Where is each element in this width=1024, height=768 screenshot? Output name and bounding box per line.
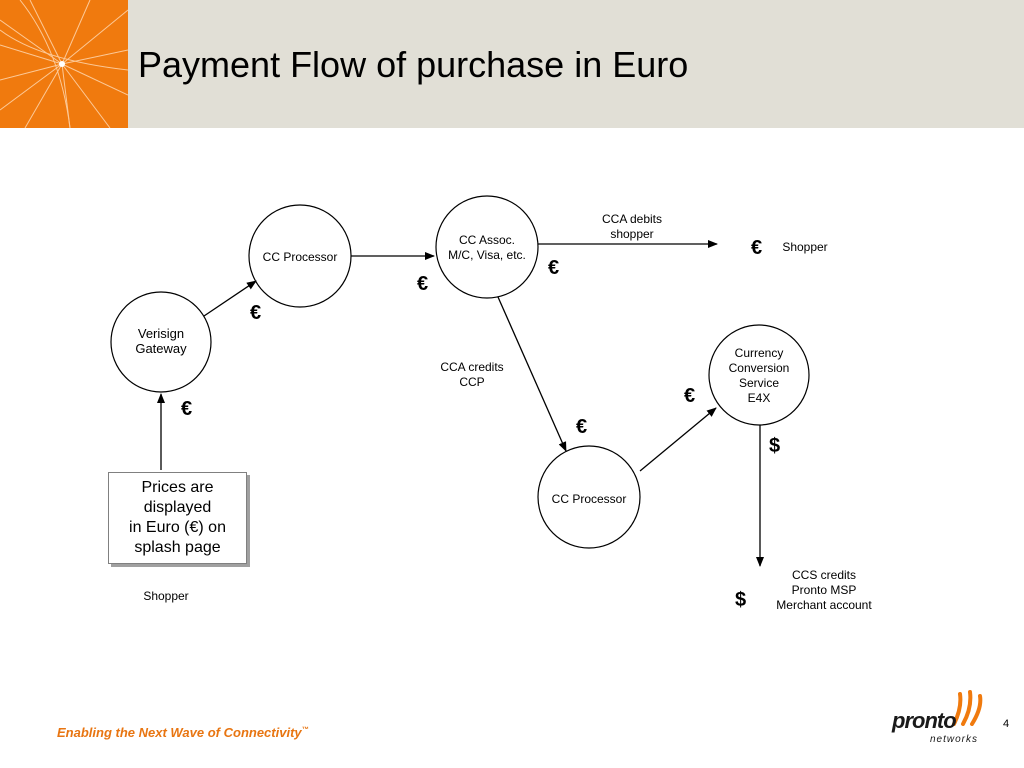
arrow-assoc-to-processor-bottom xyxy=(497,296,567,452)
shopper-left-label: Shopper xyxy=(143,589,189,603)
currency-conversion-label: Currency Conversion Service E4X xyxy=(728,346,790,405)
dollar-symbol: $ xyxy=(735,589,747,611)
arrow-processor-to-currency xyxy=(639,407,717,472)
cca-debits-label: CCA debits shopper xyxy=(601,212,663,241)
verisign-gateway-node xyxy=(110,291,212,393)
shopper-right-label: Shopper xyxy=(782,240,828,254)
logo-swoosh-icon xyxy=(952,690,983,726)
euro-symbol: € xyxy=(250,302,262,324)
trademark-mark: ™ xyxy=(301,726,309,734)
arrow-verisign-to-processor xyxy=(203,280,257,317)
splash-page-note: Prices are displayed in Euro (€) on spla… xyxy=(108,472,247,564)
cca-credits-label: CCA credits CCP xyxy=(440,360,504,389)
currency-conversion-node xyxy=(708,324,810,426)
cc-processor-top-label: CC Processor xyxy=(262,250,338,264)
logo-wordmark: pronto xyxy=(892,708,957,733)
title-bar: Payment Flow of purchase in Euro xyxy=(0,0,1024,128)
euro-symbol: € xyxy=(576,416,588,438)
pronto-networks-logo: pronto networks xyxy=(890,690,990,750)
tagline-text: Enabling the Next Wave of Connectivity xyxy=(57,725,302,740)
euro-symbol: € xyxy=(181,398,193,420)
footer-tagline: Enabling the Next Wave of Connectivity™ xyxy=(57,725,309,740)
verisign-gateway-label: Verisign Gateway xyxy=(135,326,187,356)
euro-symbol: € xyxy=(751,237,763,259)
cc-assoc-node xyxy=(435,195,539,299)
slide-title: Payment Flow of purchase in Euro xyxy=(138,44,689,85)
page-number: 4 xyxy=(1003,718,1010,730)
cc-processor-bottom-label: CC Processor xyxy=(551,492,627,506)
cc-processor-bottom-node xyxy=(537,445,641,549)
ccs-credits-label: CCS credits Pronto MSP Merchant account xyxy=(776,568,872,612)
dollar-symbol: $ xyxy=(769,435,781,457)
euro-symbol: € xyxy=(548,257,560,279)
euro-symbol: € xyxy=(684,385,696,407)
corner-decoration xyxy=(0,0,128,128)
logo-subtext: networks xyxy=(930,734,979,745)
starburst-decoration xyxy=(0,0,128,128)
cc-assoc-label: CC Assoc. M/C, Visa, etc. xyxy=(448,233,526,262)
euro-symbol: € xyxy=(417,273,429,295)
splash-page-note-text: Prices are displayed in Euro (€) on spla… xyxy=(129,479,226,556)
